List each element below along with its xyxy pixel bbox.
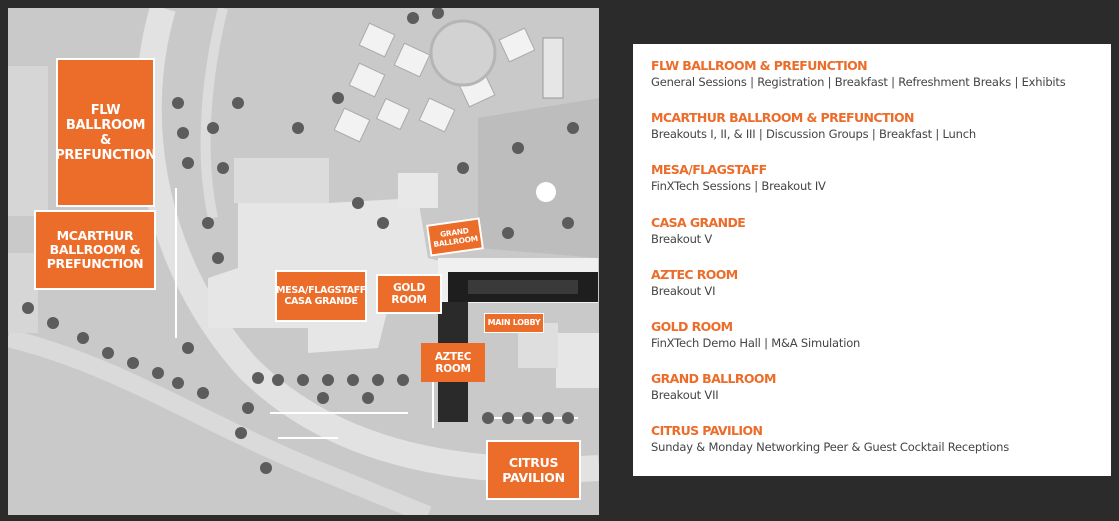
room-gold-room[interactable]: GOLD ROOM [376,274,442,314]
room-mesa-flagstaff-casa-grande[interactable]: MESA/FLAGSTAFF CASA GRANDE [275,270,367,322]
legend-item-desc: Breakout VI [651,283,716,298]
legend-item-desc: Breakout VII [651,388,719,403]
legend-item: GRAND BALLROOM Breakout VII [651,371,1111,423]
room-citrus-pavilion[interactable]: CITRUS PAVILION [486,440,581,500]
legend-item: CITRUS PAVILION Sunday & Monday Networki… [651,423,1111,475]
legend-item-desc: FinXTech Sessions | Breakout IV [651,179,826,194]
legend-item-desc: Sunday & Monday Networking Peer & Guest … [651,440,1010,455]
legend-item-name: FLW BALLROOM & PREFUNCTION [651,58,868,73]
legend-item-name: GRAND BALLROOM [651,371,776,387]
legend-item: MCARTHUR BALLROOM & PREFUNCTION Breakout… [651,110,1111,162]
map-background [8,8,599,515]
legend-item-name: AZTEC ROOM [651,266,738,282]
legend-item-name: MCARTHUR BALLROOM & PREFUNCTION [651,110,914,126]
legend-item: MESA/FLAGSTAFF FinXTech Sessions | Break… [651,162,1111,214]
legend-item-desc: General Sessions | Registration | Breakf… [651,75,1066,89]
legend-item-name: MESA/FLAGSTAFF [651,162,767,178]
legend-item: GOLD ROOM FinXTech Demo Hall | M&A Simul… [651,319,1111,371]
legend-item-desc: FinXTech Demo Hall | M&A Simulation [651,335,861,350]
legend-item-desc: Breakouts I, II, & III | Discussion Grou… [651,127,976,142]
legend-item: CASA GRANDE Breakout V [651,215,1111,267]
venue-map: FLW BALLROOM & PREFUNCTION MCARTHUR BALL… [8,8,599,515]
legend-item-name: CASA GRANDE [651,214,746,230]
room-flw-ballroom[interactable]: FLW BALLROOM & PREFUNCTION [55,58,156,207]
legend-item-name: CITRUS PAVILION [651,423,763,439]
legend-item: AZTEC ROOM Breakout VI [651,267,1111,319]
legend-item-name: GOLD ROOM [651,318,733,334]
room-mcarthur-ballroom[interactable]: MCARTHUR BALLROOM & PREFUNCTION [34,210,156,290]
legend-item: FLW BALLROOM & PREFUNCTION General Sessi… [651,58,1111,110]
room-main-lobby[interactable]: MAIN LOBBY [484,313,544,333]
room-aztec-room[interactable]: AZTEC ROOM [421,343,485,382]
legend-item-desc: Breakout V [651,231,713,246]
legend-panel: FLW BALLROOM & PREFUNCTION General Sessi… [633,44,1111,476]
